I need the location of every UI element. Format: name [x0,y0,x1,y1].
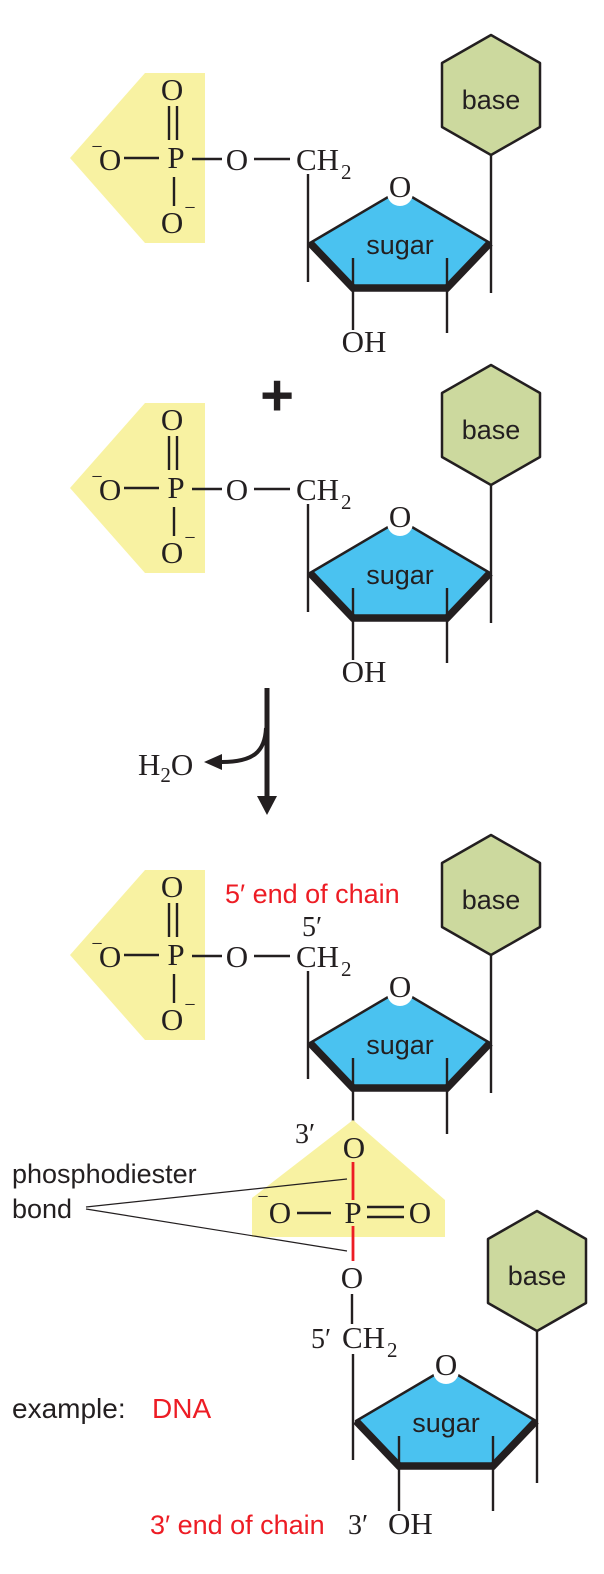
example-prefix-label: example: [12,1393,126,1424]
oxygen-atom: O [343,1130,365,1165]
pointer-line-upper [85,1178,348,1208]
sugar-group [310,499,490,618]
five-prime-carbon-label: 5′ [311,1324,331,1355]
product-upper-nucleotide: 5′ [68,833,542,1134]
oxygen-atom: O [341,1260,363,1295]
oxygen-atom: O [269,1195,291,1230]
methylene-group: CH [342,1320,385,1355]
reactant-nucleotide-1 [68,33,542,361]
product-lower-nucleotide: 5′ CH 2 [311,1209,588,1511]
arrowhead-left [204,754,222,770]
five-prime-end-label: 5′ end of chain [225,879,400,909]
example-value-label: DNA [152,1393,211,1424]
phosphodiester-label-line1: phosphodiester [12,1159,197,1189]
phosphorus-atom: P [344,1195,361,1230]
phosphodiester-bond-region: 3′ O − O P O O phosphodiester bond [12,1119,445,1324]
base-group [440,363,542,487]
phosphodiester-label-line2: bond [12,1194,72,1224]
charge-minus: − [257,1186,268,1208]
base-group [440,33,542,157]
five-prime-carbon-label: 5′ [302,912,322,943]
base-group [440,833,542,957]
sugar-group [310,969,490,1088]
methylene-subscript: 2 [387,1338,398,1362]
reaction-arrow: H2O [138,688,277,815]
sugar-tail [340,616,449,691]
oxygen-atom: O [409,1195,431,1230]
water-branch-curve [221,727,268,764]
arrowhead-down [257,796,277,815]
reactant-nucleotide-2 [68,363,542,691]
three-prime-end-label: 3′ end of chain [150,1510,325,1540]
three-prime-carbon-label: 3′ [348,1510,368,1541]
sugar-group [356,1347,536,1466]
plus-sign: + [260,363,294,428]
phosphate-group [68,70,353,284]
phosphate-group [68,400,353,614]
base-group [486,1209,588,1333]
sugar-group [310,169,490,288]
three-prime-carbon-label: 3′ [295,1119,315,1150]
pointer-line-lower [85,1208,348,1252]
hydroxyl-group: OH [388,1506,433,1541]
water-molecule: H2O [138,747,193,787]
sugar-tail [340,286,449,361]
